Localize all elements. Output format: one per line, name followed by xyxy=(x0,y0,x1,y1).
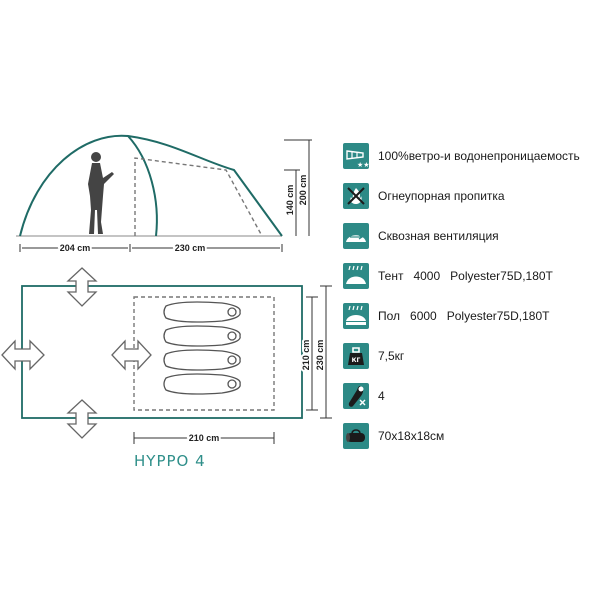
tent-arch-pole xyxy=(127,135,158,237)
spec-text-waterproof: 100%ветро-и водонепроницаемость xyxy=(378,149,580,163)
spec-item-fire: Огнеупорная пропитка xyxy=(343,183,505,209)
height-total-label: 200 cm xyxy=(298,175,308,206)
rain-tent-icon xyxy=(343,263,369,289)
inner-tent-dashed-rect xyxy=(133,296,275,411)
spec-text-fire: Огнеупорная пропитка xyxy=(378,189,505,203)
ventilation-icon xyxy=(343,223,369,249)
spec-item-capacity: 4 xyxy=(343,383,385,409)
sleeping-bag-icon xyxy=(343,383,369,409)
spec-item-fly: Тент 4000 Polyester75D,180T xyxy=(343,263,553,289)
width-inner-label: 210 cm xyxy=(301,340,311,371)
spec-text-pack-size: 70х18х18см xyxy=(378,429,445,443)
model-name: HYPPO 4 xyxy=(134,452,206,470)
packed-bag-icon xyxy=(343,423,369,449)
spec-text-floor: Пол 6000 Polyester75D,180T xyxy=(378,309,550,323)
width-total-label: 230 cm xyxy=(315,340,325,371)
weight-icon: КГ xyxy=(343,343,369,369)
spec-item-waterproof: ★★ 100%ветро-и водонепроницаемость xyxy=(343,143,580,169)
fire-retardant-icon xyxy=(343,183,369,209)
person-silhouette xyxy=(88,152,114,234)
spec-text-fly: Тент 4000 Polyester75D,180T xyxy=(378,269,553,283)
height-front-label: 140 cm xyxy=(285,185,295,216)
spec-item-ventilation: Сквозная вентиляция xyxy=(343,223,499,249)
spec-item-weight: КГ 7,5кг xyxy=(343,343,404,369)
spec-text-weight: 7,5кг xyxy=(378,349,405,363)
spec-item-floor: Пол 6000 Polyester75D,180T xyxy=(343,303,549,329)
spec-text-capacity: 4 xyxy=(378,389,385,403)
svg-text:★★: ★★ xyxy=(357,161,369,169)
floor-plan: 210 cm 230 cm 210 cm xyxy=(1,267,332,445)
vestibule-dashed-outline xyxy=(134,157,263,237)
rain-floor-icon xyxy=(343,303,369,329)
sleeping-bags xyxy=(163,301,241,395)
side-view: 204 cm 230 cm 140 cm 200 cm xyxy=(16,134,312,255)
length-inner-label: 210 cm xyxy=(189,433,220,443)
svg-text:КГ: КГ xyxy=(352,357,361,364)
floor-outer-rect xyxy=(21,285,303,419)
entrance-arrows xyxy=(1,267,152,439)
length-front-label: 204 cm xyxy=(60,243,91,253)
spec-item-pack-size: 70х18х18см xyxy=(343,423,444,449)
spec-text-ventilation: Сквозная вентиляция xyxy=(378,229,499,243)
tent-fly-outline xyxy=(19,134,283,237)
wind-water-icon: ★★ xyxy=(343,143,369,169)
length-vestibule-label: 230 cm xyxy=(175,243,206,253)
